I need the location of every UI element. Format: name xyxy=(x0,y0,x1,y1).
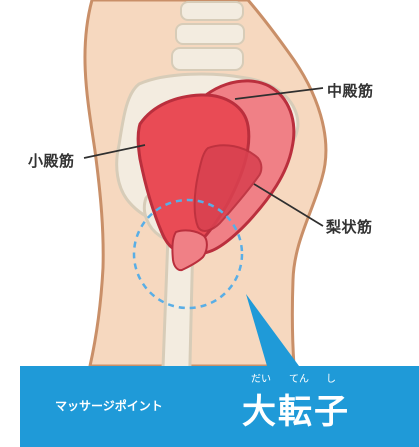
banner-title: 大転子 xyxy=(242,384,350,433)
furigana-shi: し xyxy=(326,370,336,385)
gluteus-medius-label: 中殿筋 xyxy=(327,80,374,101)
gluteus-minimus-label: 小殿筋 xyxy=(28,150,75,171)
banner-caption: マッサージポイント xyxy=(55,397,163,414)
furigana-dai: だい xyxy=(251,370,271,385)
vertebra-3 xyxy=(172,48,243,70)
piriformis-label: 梨状筋 xyxy=(326,216,373,237)
furigana-ten: てん xyxy=(289,370,309,385)
vertebra-2 xyxy=(176,24,244,44)
vertebra-1 xyxy=(181,2,243,20)
